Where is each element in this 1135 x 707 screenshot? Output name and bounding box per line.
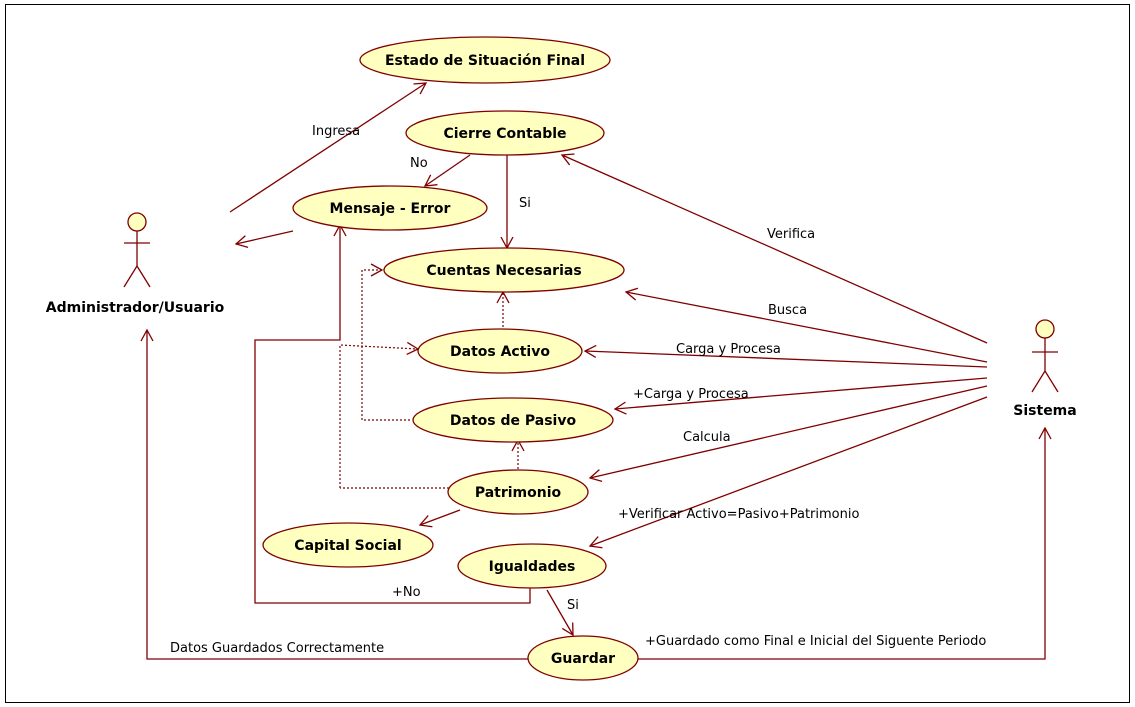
label-guardado-final: +Guardado como Final e Inicial del Sigue… bbox=[645, 634, 986, 649]
label-no: No bbox=[410, 156, 428, 171]
edge-mensaje-admin bbox=[234, 230, 294, 249]
use-case-mensaje-label: Mensaje - Error bbox=[330, 201, 451, 217]
label-busca: Busca bbox=[768, 303, 807, 318]
label-si-cierre: Si bbox=[519, 196, 531, 211]
use-case-mensaje[interactable]: Mensaje - Error bbox=[292, 185, 488, 231]
edge-busca bbox=[624, 287, 988, 363]
connectors bbox=[140, 82, 1052, 660]
use-case-estado-label: Estado de Situación Final bbox=[385, 53, 585, 69]
label-calcula: Calcula bbox=[683, 430, 731, 445]
edge-patrimonio-capital bbox=[418, 509, 461, 528]
use-case-cierre[interactable]: Cierre Contable bbox=[405, 110, 605, 156]
edge-plus-no bbox=[254, 223, 531, 604]
edge-carga-activo bbox=[583, 344, 988, 368]
actor-system[interactable] bbox=[1031, 319, 1059, 393]
use-case-guardar[interactable]: Guardar bbox=[527, 635, 639, 681]
use-case-pasivo-label: Datos de Pasivo bbox=[450, 413, 577, 429]
label-verificar: +Verificar Activo=Pasivo+Patrimonio bbox=[618, 507, 859, 522]
label-verifica: Verifica bbox=[767, 227, 815, 242]
label-carga-pasivo: +Carga y Procesa bbox=[633, 387, 749, 402]
use-case-activo-label: Datos Activo bbox=[450, 344, 550, 360]
label-carga-activo: Carga y Procesa bbox=[676, 342, 781, 357]
edge-ingresa bbox=[229, 82, 428, 213]
edge-no bbox=[423, 154, 471, 187]
actor-admin-label: Administrador/Usuario bbox=[46, 300, 225, 316]
diagram-frame bbox=[5, 4, 1130, 703]
label-datos-guardados: Datos Guardados Correctamente bbox=[170, 641, 384, 656]
edge-datos-guardados bbox=[140, 328, 530, 660]
use-case-cierre-label: Cierre Contable bbox=[443, 126, 566, 142]
use-case-guardar-label: Guardar bbox=[551, 651, 615, 667]
use-case-patrimonio[interactable]: Patrimonio bbox=[447, 469, 589, 515]
use-case-capital[interactable]: Capital Social bbox=[262, 522, 434, 568]
label-plus-no: +No bbox=[392, 585, 421, 600]
edge-carga-pasivo bbox=[613, 377, 988, 415]
use-case-activo[interactable]: Datos Activo bbox=[417, 328, 583, 374]
edge-guardado-final bbox=[638, 426, 1052, 660]
use-case-patrimonio-label: Patrimonio bbox=[475, 485, 562, 501]
edge-calcula bbox=[588, 385, 988, 482]
dependency-connectors bbox=[339, 263, 525, 489]
use-case-cuentas-label: Cuentas Necesarias bbox=[426, 263, 581, 279]
edge-verificar bbox=[588, 396, 988, 549]
use-case-igualdades[interactable]: Igualdades bbox=[457, 543, 607, 589]
actor-system-label: Sistema bbox=[1013, 403, 1076, 419]
actor-admin[interactable] bbox=[123, 212, 151, 288]
edge-verifica bbox=[560, 153, 988, 344]
use-case-cuentas[interactable]: Cuentas Necesarias bbox=[383, 247, 625, 293]
dep-pasivo-activo bbox=[339, 341, 420, 488]
use-case-pasivo[interactable]: Datos de Pasivo bbox=[412, 397, 614, 443]
use-case-capital-label: Capital Social bbox=[294, 538, 401, 554]
edge-si-igual bbox=[546, 589, 574, 637]
label-ingresa: Ingresa bbox=[312, 124, 360, 139]
label-si-igual: Si bbox=[567, 598, 579, 613]
use-case-estado[interactable]: Estado de Situación Final bbox=[359, 36, 611, 84]
use-case-igualdades-label: Igualdades bbox=[489, 559, 576, 575]
dep-pasivo-cuentas bbox=[361, 263, 410, 421]
